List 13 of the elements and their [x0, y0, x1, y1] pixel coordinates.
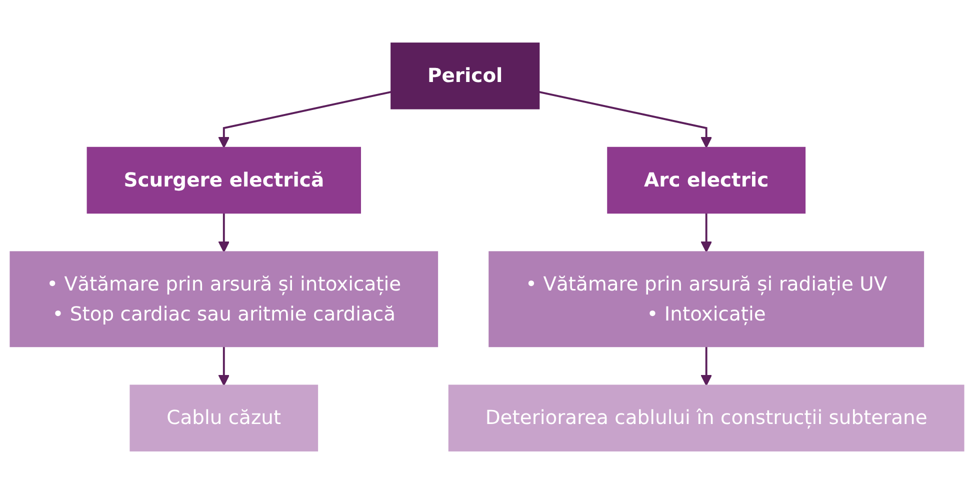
- arrow: [700, 212, 712, 252]
- node-box: Deteriorarea cablului în construcții subterane: [448, 384, 964, 452]
- arrow: [700, 346, 712, 386]
- arrow: [218, 346, 230, 386]
- node-box: • Vătămare prin arsură și radiație UV • Intoxicație: [488, 251, 924, 348]
- node-box: • Vătămare prin arsură și intoxicație • Stop cardiac sau aritmie cardiacă: [10, 251, 438, 348]
- arrow: [538, 90, 712, 148]
- node-box: Cablu căzut: [130, 384, 318, 452]
- arrow: [218, 90, 392, 148]
- node-box: Scurgere electrică: [86, 146, 361, 214]
- node-box: Pericol: [390, 42, 540, 110]
- node-box: Arc electric: [607, 146, 806, 214]
- arrow: [218, 212, 230, 252]
